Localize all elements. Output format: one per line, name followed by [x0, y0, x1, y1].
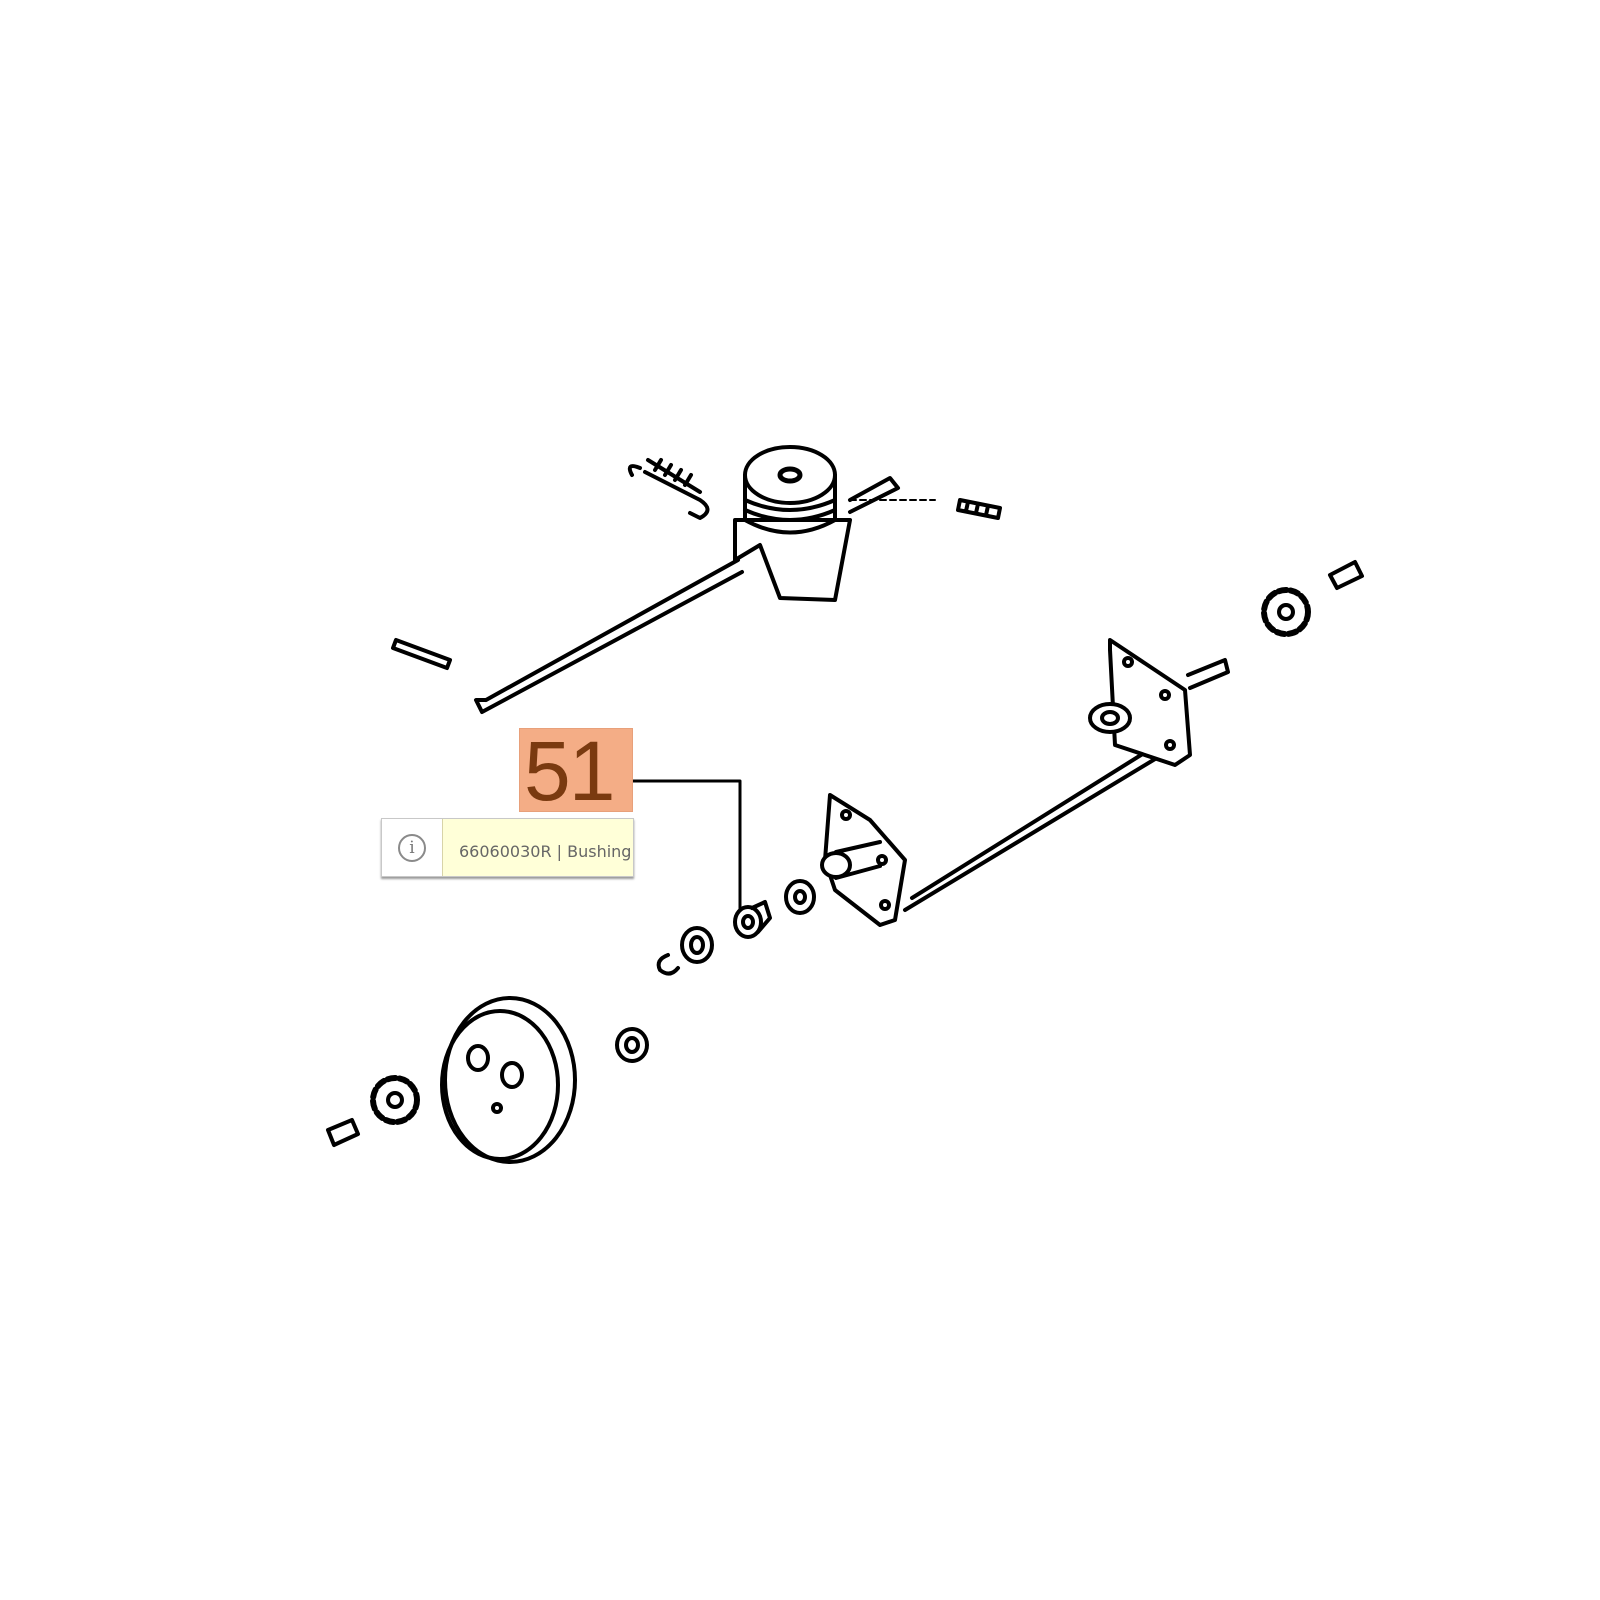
tooltip-icon-cell: i	[382, 819, 443, 876]
spring[interactable]	[627, 458, 710, 520]
part-tooltip: i 66060030R | Bushing	[381, 818, 634, 877]
rear-axle[interactable]	[820, 638, 1230, 927]
washer-right[interactable]	[784, 879, 816, 915]
gearbox-assembly[interactable]	[474, 445, 936, 714]
wheel[interactable]	[440, 996, 577, 1164]
leader-line	[631, 779, 742, 912]
bushing-51[interactable]	[733, 900, 772, 939]
pinion-gear-right[interactable]	[1261, 587, 1311, 637]
retaining-clip[interactable]	[656, 953, 680, 976]
nut[interactable]	[615, 1027, 649, 1063]
bushing-right[interactable]	[1328, 560, 1364, 590]
info-icon: i	[398, 833, 426, 862]
washer[interactable]	[680, 926, 714, 964]
pin[interactable]	[391, 638, 452, 670]
bushing-left[interactable]	[326, 1118, 360, 1147]
tooltip-text: 66060030R | Bushing	[443, 819, 633, 876]
part-number-callout[interactable]: 51	[519, 728, 633, 813]
screw[interactable]	[956, 498, 1002, 520]
pinion-gear-left[interactable]	[370, 1075, 420, 1125]
